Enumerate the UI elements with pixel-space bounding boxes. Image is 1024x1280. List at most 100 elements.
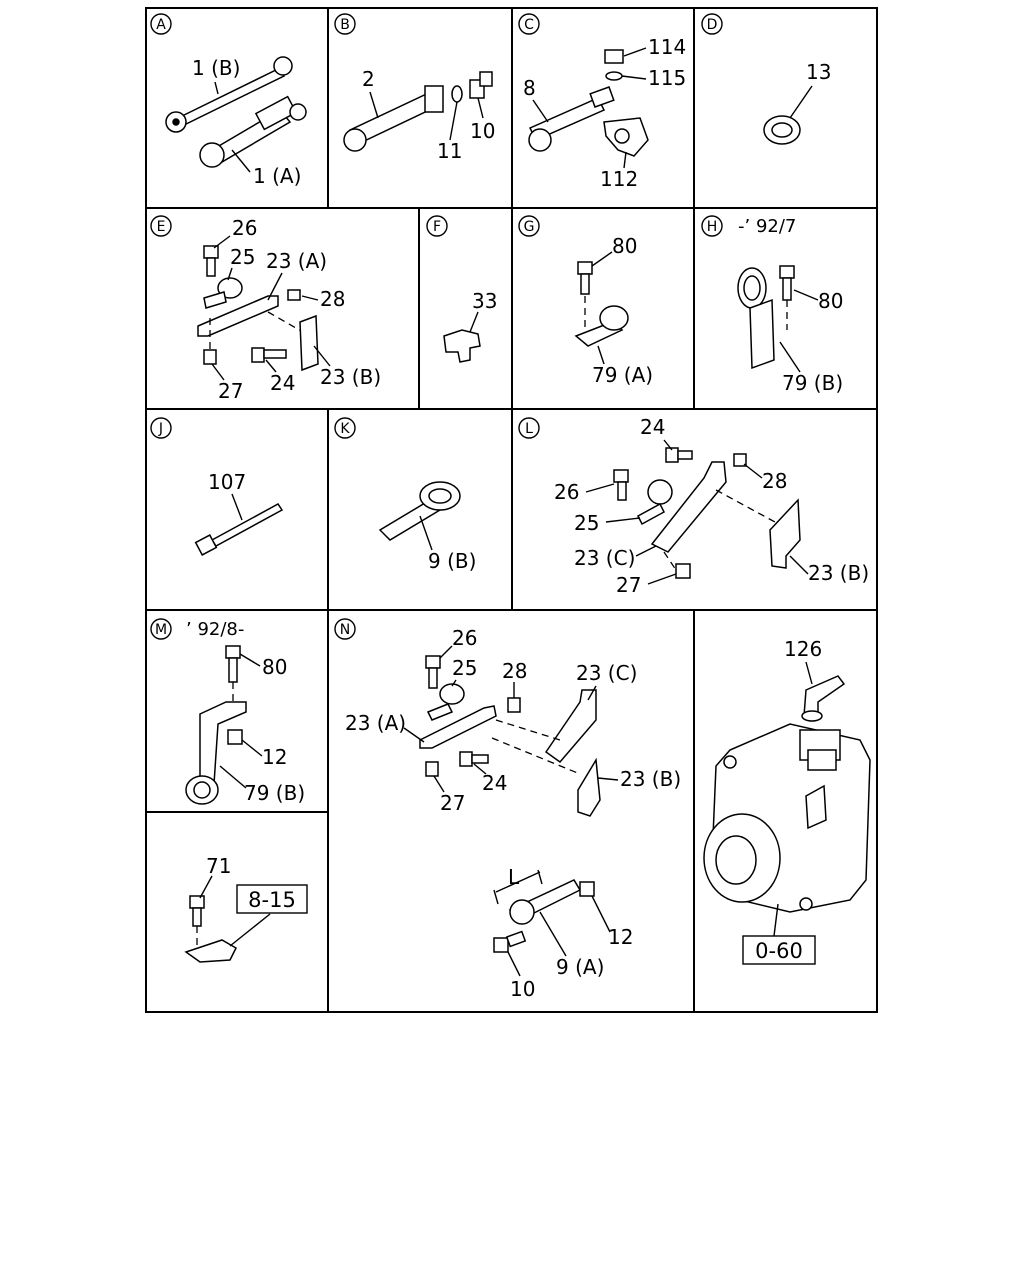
bracket-23c-drawing [544,689,597,764]
nut-28-drawing [287,289,301,301]
panel-f-letter: F [433,219,441,235]
panel-e: E 26 25 23 (A) 28 27 24 23 (B) [150,215,381,403]
bolt-26-drawing [203,245,219,277]
part-label: 80 [262,655,287,679]
panel-alternator: 126 0-60 [703,637,871,965]
battery-cable-8-drawing [528,86,615,152]
part-label: 114 [648,35,686,59]
panel-d-badge [701,13,723,35]
panel-d: D 13 [701,13,831,145]
part-label: 28 [320,287,345,311]
bracket-23b-drawing [577,757,601,817]
part-label: 23 (B) [320,365,381,389]
ref-label: 8-15 [248,888,296,912]
part-label: 24 [482,771,507,795]
nut-27-drawing [203,349,217,365]
panel-e-badge [150,215,172,237]
nut-28-drawing [733,453,747,467]
ref-box-8-15 [236,884,308,914]
panel-g-letter: G [524,219,535,235]
grommet-13-drawing [763,115,801,145]
clip-25-drawing [637,479,673,526]
panel-n-letter: N [340,622,350,638]
panel-b-badge [334,13,356,35]
panel-g-badge [518,215,540,237]
washer-11-drawing [451,85,463,103]
bolt-10-drawing [493,930,527,953]
panel-b: B 2 11 10 [334,13,495,163]
part-label: 23 (C) [576,661,637,685]
part-label: 33 [472,289,497,313]
clamp-79a-drawing [574,305,629,347]
part-label: 25 [574,511,599,535]
panel-d-letter: D [707,17,718,33]
part-label: 107 [208,470,246,494]
part-label: L [508,865,520,889]
part-label: 26 [554,480,579,504]
part-label: 28 [762,469,787,493]
ref-box-0-60 [742,935,816,965]
part-label: 9 (B) [428,549,476,573]
nut-27-drawing [675,563,691,579]
alternator-drawing [703,723,871,913]
panel-k: K 9 (B) [334,417,476,573]
panel-m: M ’ 92/8- 80 12 79 (B) [150,618,305,805]
boot-33-drawing [443,329,481,363]
battery-cable-b-drawing [165,56,293,133]
part-label: 27 [616,573,641,597]
part-label: 23 (B) [620,767,681,791]
part-label: 112 [600,167,638,191]
panel-a-badge [150,13,172,35]
panel-h-letter: H [707,219,718,235]
clamp-9a-drawing [493,869,582,925]
part-label: 23 (C) [574,546,635,570]
nut-28-drawing [507,697,521,713]
panel-h-badge [701,215,723,237]
part-label: 23 (A) [345,711,406,735]
panel-c: C 114 115 8 112 [518,13,686,191]
part-label: 24 [640,415,665,439]
panel-h-date-note: -’ 92/7 [738,216,796,237]
bracket-23c-drawing [650,461,727,553]
part-label: 9 (A) [556,955,604,979]
part-label: 71 [206,854,231,878]
part-label: 28 [502,659,527,683]
nut-12-drawing [579,881,595,897]
part-label: 79 (A) [592,363,653,387]
panel-f: F 33 [426,215,497,363]
part-label: 26 [452,626,477,650]
battery-cable-a-drawing [199,95,307,168]
part-label: 8 [523,76,536,100]
part-label: 1 (A) [253,164,301,188]
bolt-80-drawing [577,261,593,295]
panel-j: J 107 [150,417,284,556]
panel-m-letter: M [155,622,167,638]
clamp-79b-drawing [737,267,775,370]
part-label: 24 [270,371,295,395]
bracket-23b-drawing [769,498,801,569]
clip-25-drawing [203,277,243,309]
panel-l: L 24 28 26 25 23 (C) 27 23 (B) [518,415,869,597]
panel-m-badge [150,618,172,640]
cable-tie-107-drawing [194,503,284,556]
clip-25-drawing [426,683,465,721]
panel-h: H -’ 92/7 80 79 (B) [701,215,843,395]
boot-126-drawing [801,675,846,722]
part-label: 11 [437,139,462,163]
part-label: 25 [230,245,255,269]
bolt-80-drawing [779,265,795,301]
nut-114-drawing [604,49,624,64]
nut-27-drawing [425,761,439,777]
part-label: 10 [470,119,495,143]
panel-c-letter: C [524,17,534,33]
bolt-26-drawing [425,655,441,689]
ground-plate-drawing [184,939,237,963]
part-label: 26 [232,216,257,240]
panel-k-badge [334,417,356,439]
washer-115-drawing [605,71,623,81]
part-label: 126 [784,637,822,661]
panel-ground-bolt: 71 8-15 [184,854,308,963]
part-label: 12 [262,745,287,769]
bolt-26-drawing [613,469,629,501]
